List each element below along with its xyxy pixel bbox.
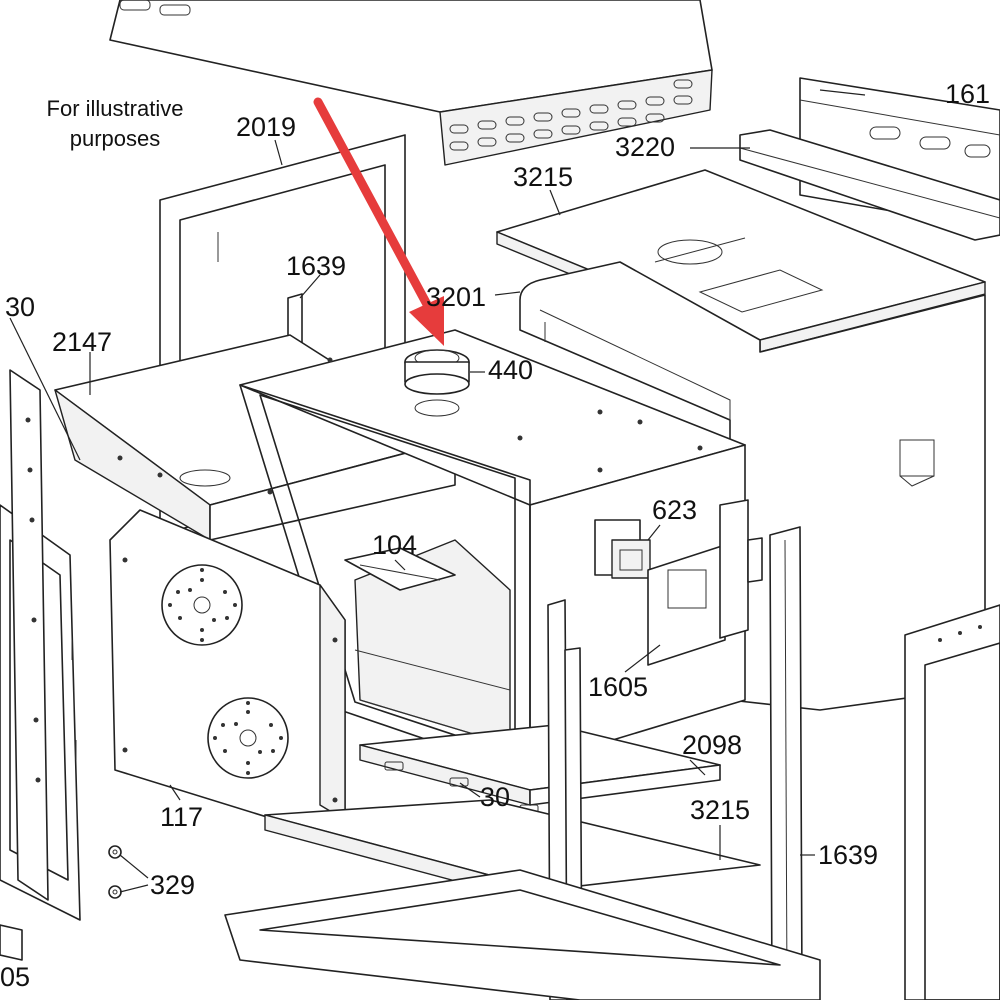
callout-30-top: 30 bbox=[5, 292, 35, 322]
red-arrow-indicator bbox=[313, 97, 444, 346]
callout-2147: 2147 bbox=[52, 327, 112, 357]
red-arrow-shaft bbox=[313, 97, 435, 315]
upright-1639-bottom bbox=[769, 526, 803, 996]
callout-1639-top: 1639 bbox=[286, 251, 346, 281]
fan-grille-lower bbox=[207, 697, 289, 779]
note-line-1: For illustrative bbox=[47, 96, 184, 121]
callout-labels: 161 2019 3220 3215 1639 30 3201 2147 440… bbox=[0, 79, 990, 992]
screws-329 bbox=[108, 845, 122, 899]
callout-161: 161 bbox=[945, 79, 990, 109]
callout-1639-bottom: 1639 bbox=[818, 840, 878, 870]
callout-440: 440 bbox=[488, 355, 533, 385]
callout-623: 623 bbox=[652, 495, 697, 525]
base-frame bbox=[224, 869, 821, 1000]
callout-3215-top: 3215 bbox=[513, 162, 573, 192]
callout-329: 329 bbox=[150, 870, 195, 900]
callout-30-bottom: 30 bbox=[480, 782, 510, 812]
fan-grille-upper bbox=[161, 564, 243, 646]
bottom-tray-2098 bbox=[359, 724, 721, 814]
switch-623 bbox=[594, 519, 651, 579]
callout-2098: 2098 bbox=[682, 730, 742, 760]
callout-104: 104 bbox=[372, 530, 417, 560]
oven-cavity bbox=[239, 329, 746, 776]
top-rail-3220 bbox=[739, 129, 1000, 241]
part-05-fragment bbox=[0, 924, 23, 961]
top-vent-cover-panel bbox=[109, 0, 713, 166]
callout-1605: 1605 bbox=[588, 672, 648, 702]
callout-117: 117 bbox=[160, 802, 203, 832]
leader-lines bbox=[9, 89, 866, 893]
callout-3220: 3220 bbox=[615, 132, 675, 162]
bracket-1605 bbox=[647, 499, 763, 666]
callout-05: 05 bbox=[0, 962, 30, 992]
callout-2019: 2019 bbox=[236, 112, 296, 142]
fan-cover-117 bbox=[109, 509, 346, 836]
callout-3201: 3201 bbox=[426, 282, 486, 312]
callout-3215-bottom: 3215 bbox=[690, 795, 750, 825]
front-door-frame-left bbox=[0, 369, 81, 921]
baffle-104 bbox=[344, 547, 456, 591]
red-arrow-head bbox=[409, 296, 444, 346]
front-door-frame-right bbox=[904, 604, 1000, 1000]
note-line-2: purposes bbox=[70, 126, 161, 151]
